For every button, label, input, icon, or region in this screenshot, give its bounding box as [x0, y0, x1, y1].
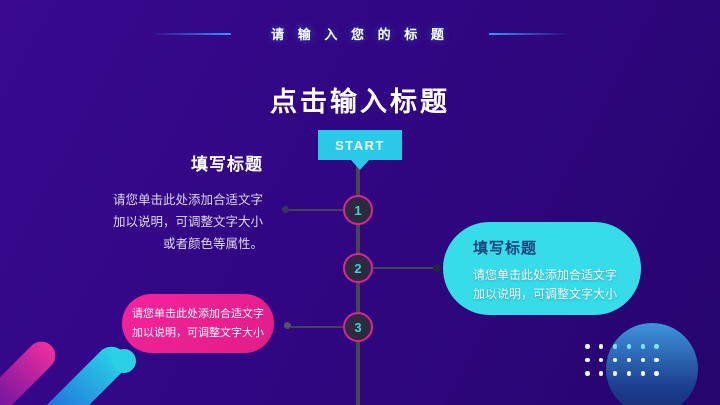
- left-block-line: 或者颜色等属性。: [162, 237, 263, 251]
- cyan-text-bubble[interactable]: 填写标题 请您单击此处添加合适文字 加以说明，可调整文字大小: [443, 222, 641, 315]
- dot-decoration: [626, 371, 632, 376]
- dot-decoration: [654, 344, 660, 349]
- dot-decoration: [598, 344, 604, 349]
- dot-decoration: [598, 371, 604, 376]
- start-flag: START: [318, 130, 402, 170]
- dot-decoration: [654, 357, 660, 363]
- dot-decoration: [640, 371, 646, 376]
- page-title[interactable]: 点击输入标题: [270, 87, 450, 117]
- dot-decoration: [585, 344, 590, 349]
- connector-dot-2: [433, 264, 441, 272]
- blue-circle-decoration: [606, 323, 698, 405]
- dot-decoration: [612, 371, 618, 376]
- left-block-heading: 填写标题: [191, 155, 263, 174]
- pink-bubble-line: 请您单击此处添加合适文字: [132, 307, 264, 320]
- dot-decoration: [612, 344, 618, 349]
- dot-decoration: [585, 357, 590, 363]
- pink-bubble-line: 加以说明，可调整文字大小: [132, 326, 264, 339]
- connector-dot-3: [284, 322, 291, 329]
- header-line-left: [149, 32, 232, 35]
- dot-decoration: [598, 357, 604, 363]
- pink-capsule-decoration: [0, 335, 62, 405]
- header-line-right: [488, 32, 571, 35]
- pink-text-bubble[interactable]: 请您单击此处添加合适文字 加以说明，可调整文字大小: [122, 294, 274, 353]
- cyan-dot-decoration: [112, 349, 136, 373]
- dot-decoration: [585, 371, 590, 376]
- header-small-title[interactable]: 请 输 入 您 的 标 题: [271, 27, 449, 42]
- left-block-line: 请您单击此处添加合适文字: [112, 193, 263, 207]
- cyan-bubble-heading: 填写标题: [473, 240, 538, 257]
- connector-line-2: [373, 267, 436, 269]
- connector-line-1: [288, 209, 343, 211]
- dot-decoration: [626, 344, 632, 349]
- left-block-line: 加以说明，可调整文字大小: [112, 215, 263, 229]
- dot-decoration: [612, 357, 618, 363]
- cyan-bubble-line: 请您单击此处添加合适文字: [473, 268, 618, 282]
- timeline-node-2: 2: [343, 253, 373, 283]
- dot-decoration: [626, 357, 632, 363]
- dot-decoration: [640, 357, 646, 363]
- left-text-block[interactable]: 填写标题 请您单击此处添加合适文字 加以说明，可调整文字大小 或者颜色等属性。: [80, 150, 263, 255]
- header: 请 输 入 您 的 标 题: [0, 24, 720, 43]
- dot-decoration: [654, 371, 660, 376]
- dots-grid: [585, 344, 660, 376]
- timeline-node-1: 1: [343, 195, 373, 225]
- timeline-node-3: 3: [343, 312, 373, 342]
- cyan-bubble-line: 加以说明，可调整文字大小: [473, 287, 618, 301]
- connector-line-3: [291, 326, 343, 328]
- dot-decoration: [640, 344, 646, 349]
- connector-dot-1: [282, 206, 289, 213]
